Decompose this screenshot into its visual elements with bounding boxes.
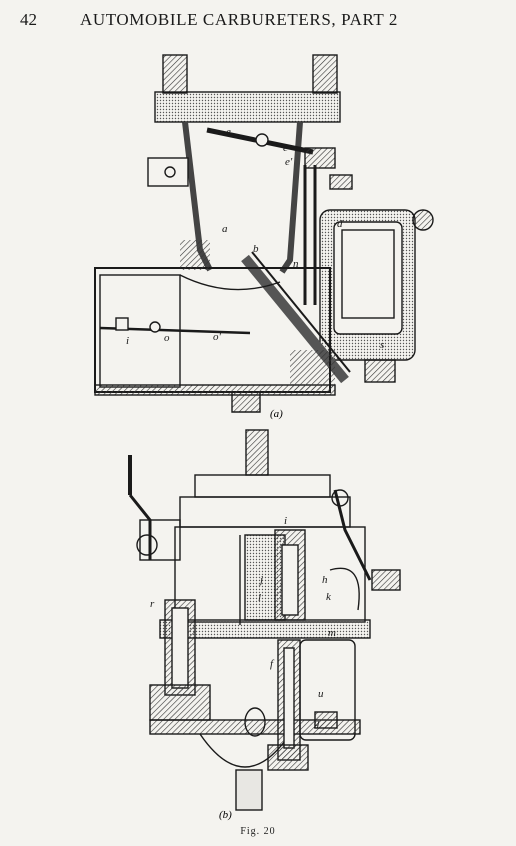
callout-b-7: m	[328, 627, 336, 639]
callout-b-6: r	[150, 598, 155, 610]
callout-a-11: s	[380, 339, 384, 351]
callout-a-9: o	[164, 332, 170, 344]
callout-b-8: f	[270, 658, 275, 670]
page-number: 42	[20, 10, 37, 29]
callout-b-9: u	[318, 688, 324, 700]
carburetor-figure: e e e' a d b n i o o' s (a)	[94, 54, 434, 821]
callout-b-2: j	[258, 574, 263, 586]
callout-b-10: g	[314, 717, 320, 729]
callout-b-5: l	[258, 592, 261, 604]
callout-a-10: o'	[213, 331, 222, 343]
callout-a-8: i	[126, 335, 129, 347]
callout-a-7: n	[293, 258, 299, 270]
callout-a-4: a	[222, 223, 228, 235]
running-head: AUTOMOBILE CARBURETERS, PART 2	[80, 10, 398, 29]
callout-b-1: i	[284, 515, 287, 527]
figure-caption: Fig. 20	[240, 826, 276, 837]
page-header: 42 AUTOMOBILE CARBURETERS, PART 2	[0, 8, 516, 36]
callout-a-5: d	[337, 218, 343, 230]
callout-a-1: e	[226, 126, 231, 138]
callout-b-4: k	[326, 591, 332, 603]
view-a-drawing	[94, 54, 434, 413]
view-b-callouts: i j h k l r m f u g	[150, 515, 336, 729]
callout-a-2: e	[283, 142, 288, 154]
view-b-drawing	[128, 429, 401, 811]
view-b-label: (b)	[219, 809, 232, 821]
view-a-callouts: e e e' a d b n i o o' s	[126, 126, 384, 351]
callout-b-3: h	[322, 574, 328, 586]
callout-a-6: b	[253, 243, 259, 255]
callout-a-3: e'	[285, 156, 293, 168]
view-a-label: (a)	[270, 408, 283, 420]
